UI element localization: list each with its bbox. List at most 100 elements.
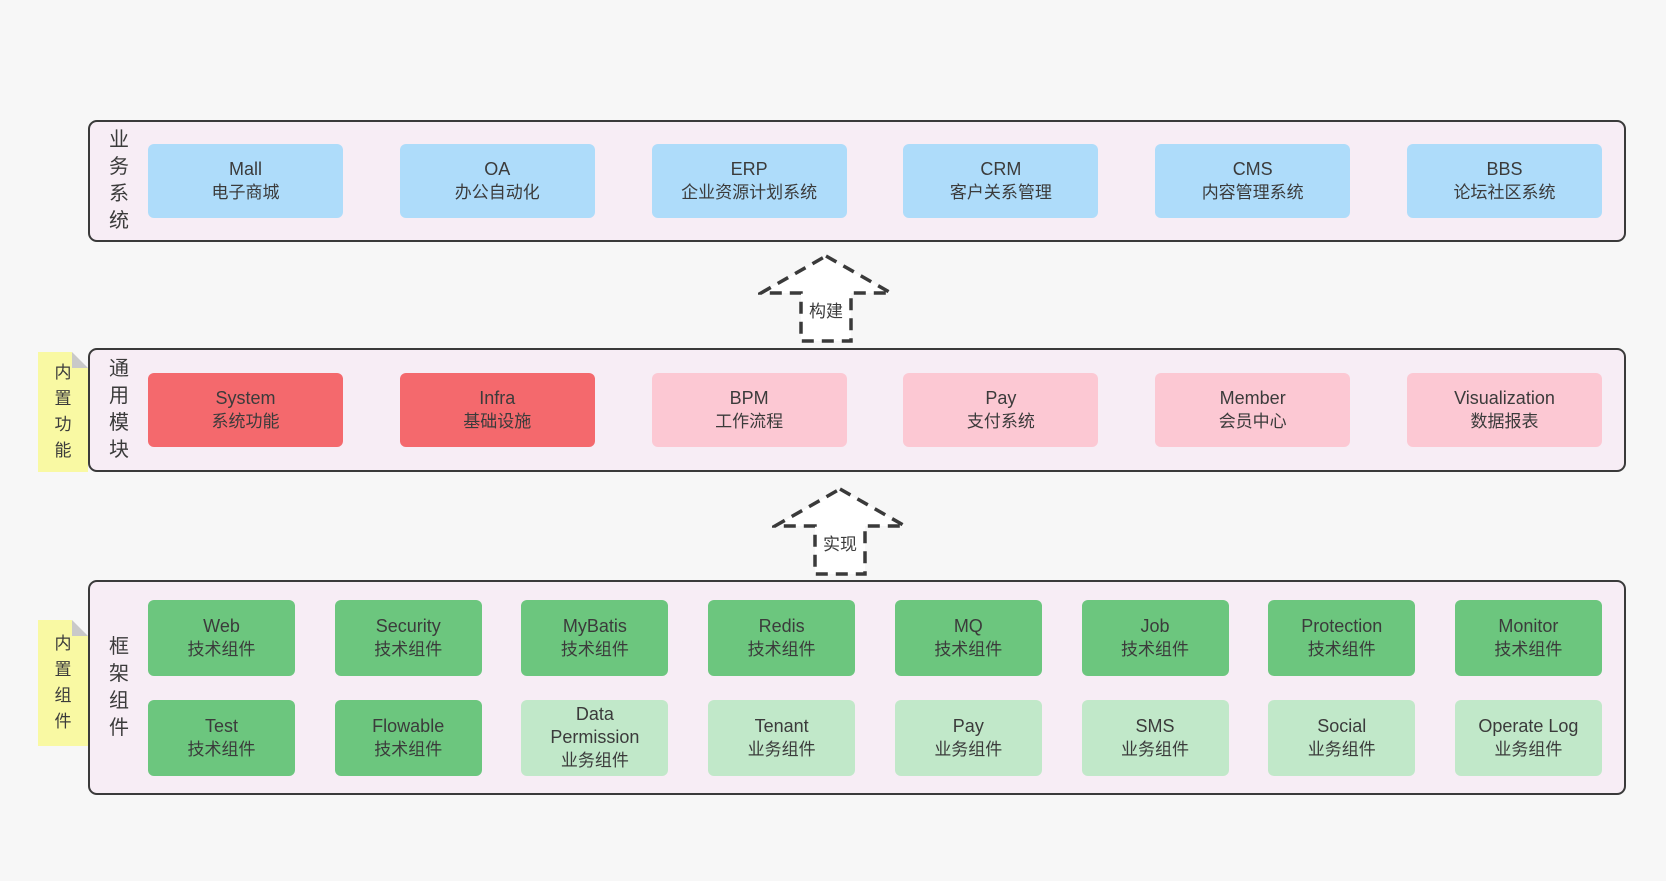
box-web-component: Web 技术组件 [148, 599, 295, 676]
box-social-component: Social 业务组件 [1268, 699, 1416, 776]
box-title: CRM [980, 159, 1022, 179]
box-flowable-component: Flowable 技术组件 [334, 699, 482, 776]
modules-boxes-area: System 系统功能 Infra 基础设施 BPM 工作流程 Pay 支付系统… [134, 373, 1624, 447]
box-subtitle: 数据报表 [1470, 412, 1539, 431]
build-arrow: 构建 [758, 253, 894, 345]
box-erp: ERP 企业资源计划系统 [651, 144, 847, 218]
builtin-components-sticky-note: 内置组件 [38, 620, 88, 746]
box-mall: Mall 电子商城 [148, 144, 343, 218]
box-title: Operate Log [1478, 715, 1579, 736]
box-title: Member [1219, 388, 1286, 408]
box-subtitle: 电子商城 [211, 183, 280, 202]
box-system: System 系统功能 [148, 373, 343, 447]
business-systems-label: 业务系统 [109, 129, 129, 232]
box-tenant-component: Tenant 业务组件 [708, 699, 856, 776]
box-sms-component: SMS 业务组件 [1081, 699, 1229, 776]
box-test-component: Test 技术组件 [148, 699, 295, 776]
business-boxes-row: Mall 电子商城 OA 办公自动化 ERP 企业资源计划系统 CRM 客户关系… [148, 144, 1602, 218]
box-title: Flowable [372, 715, 445, 736]
box-subtitle: 支付系统 [966, 412, 1035, 431]
build-arrow-label: 构建 [806, 297, 846, 322]
box-title: Infra [479, 388, 516, 408]
box-infra: Infra 基础设施 [399, 373, 595, 447]
box-title: ERP [730, 159, 768, 179]
box-subtitle: 会员中心 [1218, 412, 1287, 431]
box-subtitle: 技术组件 [747, 639, 816, 659]
implement-arrow: 实现 [772, 486, 908, 578]
common-modules-panel: 通用模块 System 系统功能 Infra 基础设施 BPM 工作流程 Pay… [88, 348, 1626, 472]
box-oa: OA 办公自动化 [399, 144, 595, 218]
box-title: OA [484, 159, 511, 179]
box-title: SMS [1135, 715, 1175, 736]
box-bpm: BPM 工作流程 [651, 373, 847, 447]
box-title: CMS [1232, 159, 1273, 179]
framework-row-2: Test 技术组件 Flowable 技术组件 Data Permission … [148, 699, 1602, 776]
box-title: Visualization [1454, 388, 1555, 408]
box-subtitle: 系统功能 [211, 412, 280, 431]
box-title: BPM [729, 388, 769, 408]
business-boxes-area: Mall 电子商城 OA 办公自动化 ERP 企业资源计划系统 CRM 客户关系… [134, 144, 1624, 218]
box-monitor-component: Monitor 技术组件 [1454, 599, 1602, 676]
implement-arrow-label: 实现 [820, 530, 860, 555]
box-subtitle: 技术组件 [187, 639, 256, 659]
box-mq-component: MQ 技术组件 [894, 599, 1042, 676]
box-subtitle: 工作流程 [715, 412, 784, 431]
box-title: MyBatis [562, 615, 627, 636]
box-visualization: Visualization 数据报表 [1406, 373, 1602, 447]
box-subtitle: 技术组件 [374, 639, 443, 659]
box-subtitle: 业务组件 [560, 751, 629, 770]
framework-row-1: Web 技术组件 Security 技术组件 MyBatis 技术组件 Redi… [148, 599, 1602, 676]
sticky-note-text: 内置功能 [54, 363, 72, 460]
box-bbs: BBS 论坛社区系统 [1406, 144, 1602, 218]
box-subtitle: 技术组件 [1121, 639, 1190, 659]
box-title: Security [375, 615, 441, 636]
box-title: Web [203, 615, 240, 636]
box-mybatis-component: MyBatis 技术组件 [521, 599, 669, 676]
box-member: Member 会员中心 [1155, 373, 1351, 447]
box-cms: CMS 内容管理系统 [1155, 144, 1351, 218]
box-subtitle: 论坛社区系统 [1453, 183, 1556, 202]
box-subtitle: 客户关系管理 [949, 183, 1052, 202]
box-title: Tenant [754, 715, 809, 736]
framework-components-panel: 框架组件 Web 技术组件 Security 技术组件 MyBatis 技术组件… [88, 580, 1626, 795]
box-subtitle: 技术组件 [1494, 639, 1563, 659]
box-security-component: Security 技术组件 [334, 599, 482, 676]
box-title: Test [204, 715, 238, 736]
box-subtitle: 技术组件 [187, 739, 256, 759]
box-subtitle: 基础设施 [463, 412, 532, 431]
sticky-note-text: 内置组件 [54, 634, 72, 731]
box-title: Data Permission [550, 704, 640, 747]
box-subtitle: 技术组件 [560, 639, 629, 659]
box-job-component: Job 技术组件 [1081, 599, 1229, 676]
business-systems-panel: 业务系统 Mall 电子商城 OA 办公自动化 ERP 企业资源计划系统 CRM… [88, 120, 1626, 242]
box-title: Job [1140, 615, 1170, 636]
box-redis-component: Redis 技术组件 [708, 599, 856, 676]
box-subtitle: 技术组件 [934, 639, 1003, 659]
box-subtitle: 内容管理系统 [1201, 183, 1304, 202]
box-title: MQ [953, 615, 983, 636]
box-subtitle: 业务组件 [747, 739, 816, 759]
box-title: Monitor [1498, 615, 1559, 636]
box-protection-component: Protection 技术组件 [1268, 599, 1416, 676]
framework-components-label: 框架组件 [109, 635, 129, 739]
box-title: Protection [1301, 615, 1383, 636]
builtin-features-sticky-note: 内置功能 [38, 352, 88, 472]
box-subtitle: 企业资源计划系统 [681, 183, 818, 202]
box-pay-module: Pay 支付系统 [903, 373, 1099, 447]
box-title: Pay [985, 388, 1017, 408]
box-title: System [215, 388, 276, 408]
box-subtitle: 办公自动化 [454, 183, 540, 202]
box-pay-component: Pay 业务组件 [894, 699, 1042, 776]
box-title: Mall [228, 159, 262, 179]
box-title: Social [1317, 715, 1367, 736]
box-subtitle: 技术组件 [374, 739, 443, 759]
box-title: BBS [1486, 159, 1523, 179]
framework-boxes-area: Web 技术组件 Security 技术组件 MyBatis 技术组件 Redi… [134, 599, 1624, 776]
box-subtitle: 技术组件 [1307, 639, 1376, 659]
box-crm: CRM 客户关系管理 [903, 144, 1099, 218]
common-modules-label: 通用模块 [109, 358, 129, 461]
box-subtitle: 业务组件 [934, 739, 1003, 759]
modules-boxes-row: System 系统功能 Infra 基础设施 BPM 工作流程 Pay 支付系统… [148, 373, 1602, 447]
box-operate-log-component: Operate Log 业务组件 [1454, 699, 1602, 776]
